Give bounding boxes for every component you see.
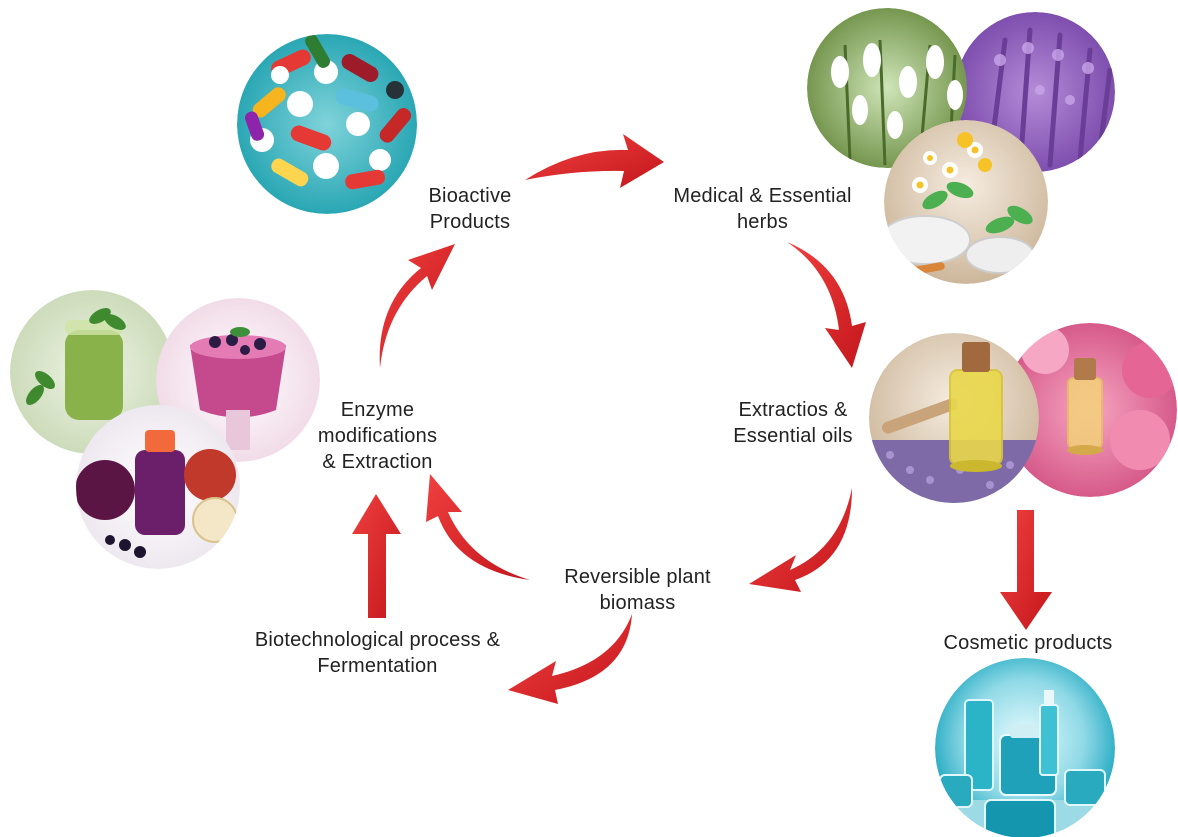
label-extractios-essential-oils: Extractios & Essential oils [733,399,853,447]
arrow-enzyme-to-bioactive [379,244,455,368]
arrow-bioactive-to-herbs [525,134,664,188]
label-enzyme-modifications: Enzyme modifications & Extraction [317,399,438,473]
arrow-fermentation-to-enzyme [352,494,401,618]
arrow-biomass-to-enzyme [426,474,530,580]
arrow-herbs-to-oils [787,242,866,368]
label-biotechnological-fermentation: Biotechnological process & Fermentation [254,629,501,677]
label-cosmetic-products: Cosmetic products [943,632,1113,654]
pills-photo [237,34,417,214]
essential-oils-photo [869,323,1177,503]
label-reversible-plant-biomass: Reversible plant biomass [564,566,711,614]
label-bioactive-products: Bioactive Products [428,185,512,233]
cosmetics-photo [935,658,1115,837]
arrow-biomass-to-fermentation [508,614,632,704]
cycle-arrows [352,134,1052,704]
herbs-flowers-photo [807,8,1115,284]
label-medical-essential-herbs: Medical & Essential herbs [673,185,852,233]
arrow-oils-to-biomass [749,488,852,592]
smoothies-photo [10,290,320,569]
arrow-oils-to-cosmetic [1000,510,1052,630]
